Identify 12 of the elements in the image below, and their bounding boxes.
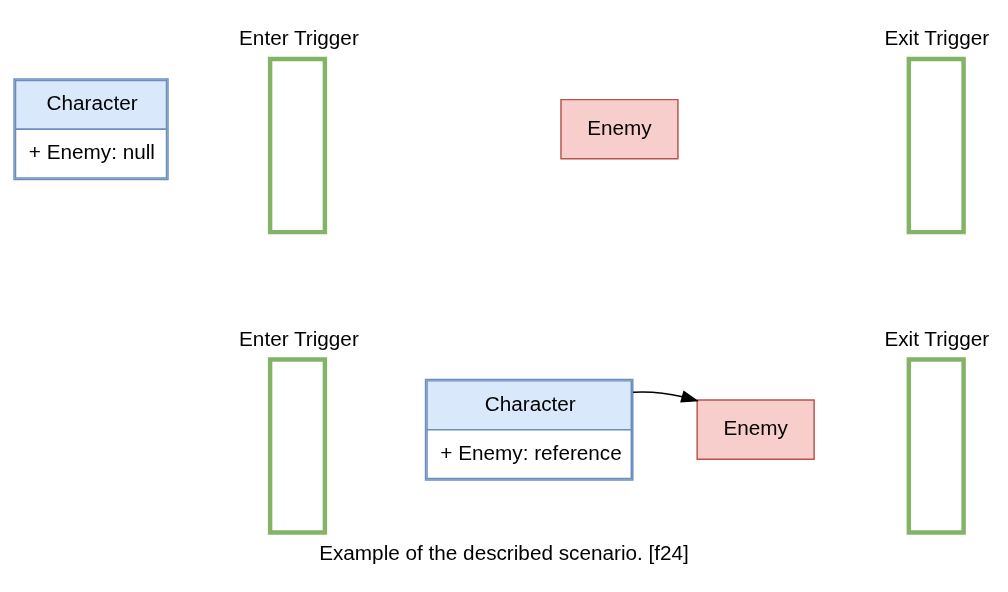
- caption: Example of the described scenario. [f24]: [319, 540, 689, 564]
- node-box: Enemy: [696, 398, 815, 460]
- node-label: Exit Trigger: [884, 25, 990, 49]
- node-label: Enter Trigger: [239, 326, 359, 350]
- node-box: [906, 356, 966, 535]
- node-box: [906, 56, 966, 234]
- node-box: [267, 56, 328, 234]
- arrow: [632, 390, 699, 402]
- node-box: Enemy: [560, 98, 679, 160]
- node-label: Exit Trigger: [884, 326, 990, 350]
- node-label: Enter Trigger: [239, 25, 359, 49]
- node-box: [267, 356, 328, 535]
